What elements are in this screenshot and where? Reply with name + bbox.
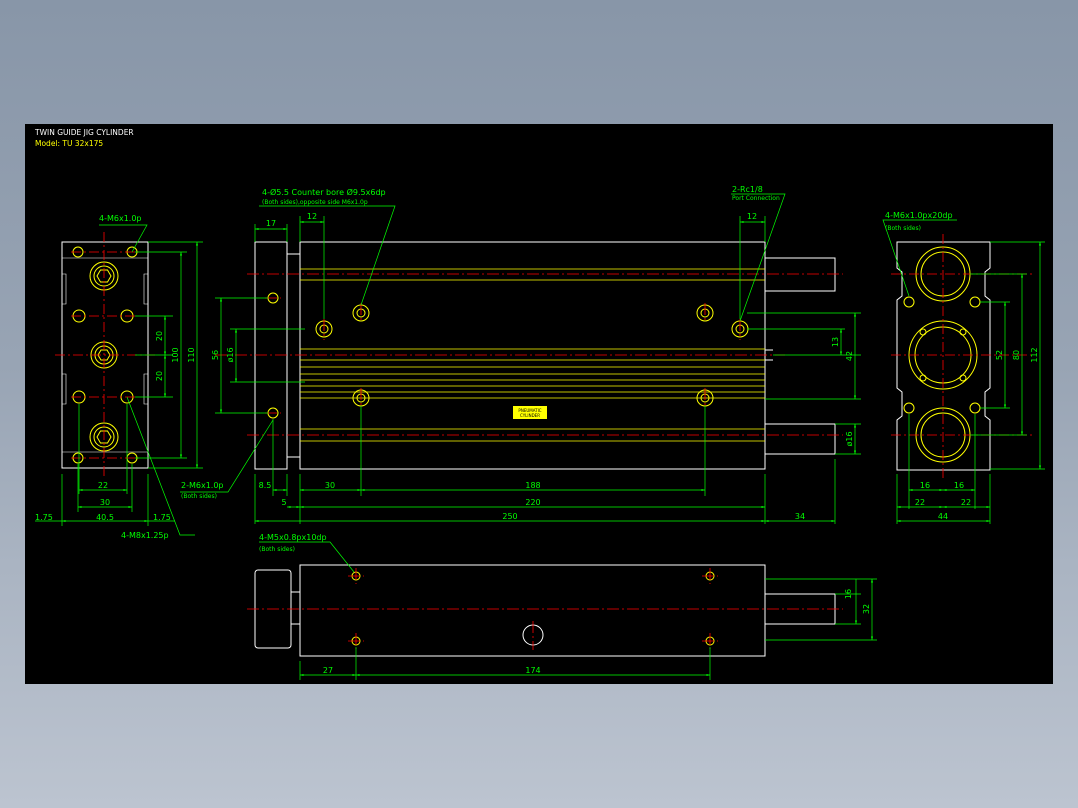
side-callout-m6-note: (Both sides) — [181, 493, 217, 500]
side-end-plate — [254, 241, 288, 470]
side-callout-counterbore-note: (Both sides),opposite side M6x1.0p — [262, 199, 368, 206]
nameplate-line1: PNEUMATIC — [518, 408, 541, 413]
right-dim-44: 44 — [938, 512, 948, 521]
side-body — [299, 241, 766, 470]
right-callout-m6-note: (Both sides) — [885, 225, 921, 232]
side-dim-34: 34 — [795, 512, 805, 521]
right-dim-80: 80 — [1012, 350, 1021, 360]
side-dim-12b: 12 — [747, 212, 757, 221]
drawing-title: TWIN GUIDE JIG CYLINDER — [34, 128, 134, 137]
bottom-dim-32: 32 — [862, 604, 871, 614]
front-dim-20b: 20 — [155, 371, 164, 381]
bottom-dim-27: 27 — [323, 666, 333, 675]
right-dim-16a: 16 — [920, 481, 930, 490]
bottom-callout-m5: 4-M5x0.8px10dp — [259, 533, 327, 542]
side-dim-12a: 12 — [307, 212, 317, 221]
side-callout-m6: 2-M6x1.0p — [181, 481, 224, 490]
side-dim-42: 42 — [845, 351, 854, 361]
right-dim-22b: 22 — [961, 498, 971, 507]
side-dim-250: 250 — [502, 512, 517, 521]
front-callout-m8: 4-M8x1.25p — [121, 531, 169, 540]
side-view-labels: 4-Ø5.5 Counter bore Ø9.5x6dp (Both sides… — [181, 185, 854, 521]
side-dim-rod-dia: ø16 — [226, 347, 235, 362]
front-dim-110: 110 — [187, 347, 196, 362]
side-dim-220: 220 — [525, 498, 540, 507]
side-dim-56: 56 — [211, 350, 220, 360]
front-dim-22: 22 — [98, 481, 108, 490]
side-callout-counterbore: 4-Ø5.5 Counter bore Ø9.5x6dp — [262, 187, 386, 197]
front-view — [35, 224, 203, 536]
cad-drawing: TWIN GUIDE JIG CYLINDER Model: TU 32x175 — [34, 128, 1045, 680]
right-callout-m6: 4-M6x1.0px20dp — [885, 211, 953, 220]
front-dim-30: 30 — [100, 498, 110, 507]
cad-drawing-area: TWIN GUIDE JIG CYLINDER Model: TU 32x175 — [25, 124, 1053, 684]
front-dim-100: 100 — [171, 347, 180, 362]
bottom-body — [299, 564, 766, 657]
bottom-dim-174: 174 — [525, 666, 540, 675]
model-label: Model: TU 32x175 — [35, 139, 103, 148]
front-dim-1-75-right: 1.75 — [153, 513, 171, 522]
bottom-callout-m5-note: (Both sides) — [259, 546, 295, 553]
front-dim-40-5: 40.5 — [96, 513, 114, 522]
right-dim-112: 112 — [1030, 347, 1039, 362]
side-dim-5: 5 — [281, 498, 286, 507]
right-dim-52: 52 — [995, 350, 1004, 360]
side-dim-30: 30 — [325, 481, 335, 490]
right-end-labels: 4-M6x1.0px20dp (Both sides) 52 80 112 16… — [885, 211, 1039, 521]
front-view-labels: 4-M6x1.0p 4-M8x1.25p 20 20 100 110 22 30… — [35, 214, 196, 540]
bottom-view-labels: 4-M5x0.8px10dp (Both sides) 16 32 27 174 — [259, 533, 871, 675]
front-dim-20a: 20 — [155, 331, 164, 341]
side-view — [180, 193, 861, 524]
side-dim-8-5: 8.5 — [259, 481, 272, 490]
right-end-outline — [896, 241, 991, 471]
side-callout-port-note: Port Connection — [732, 195, 780, 202]
front-callout-m6: 4-M6x1.0p — [99, 214, 142, 223]
side-dim-13: 13 — [831, 337, 840, 347]
bottom-view — [247, 541, 877, 680]
side-callout-port: 2-Rc1/8 — [732, 185, 763, 194]
side-dim-17: 17 — [266, 219, 276, 228]
bottom-dim-16: 16 — [844, 589, 853, 599]
front-dim-1-75-left: 1.75 — [35, 513, 53, 522]
side-dim-188: 188 — [525, 481, 540, 490]
side-nameplate — [513, 406, 547, 419]
right-dim-22a: 22 — [915, 498, 925, 507]
right-end-view — [882, 219, 1045, 524]
side-dim-guide-dia: ø16 — [845, 431, 854, 446]
nameplate-line2: CYLINDER — [520, 413, 540, 418]
right-dim-16b: 16 — [954, 481, 964, 490]
